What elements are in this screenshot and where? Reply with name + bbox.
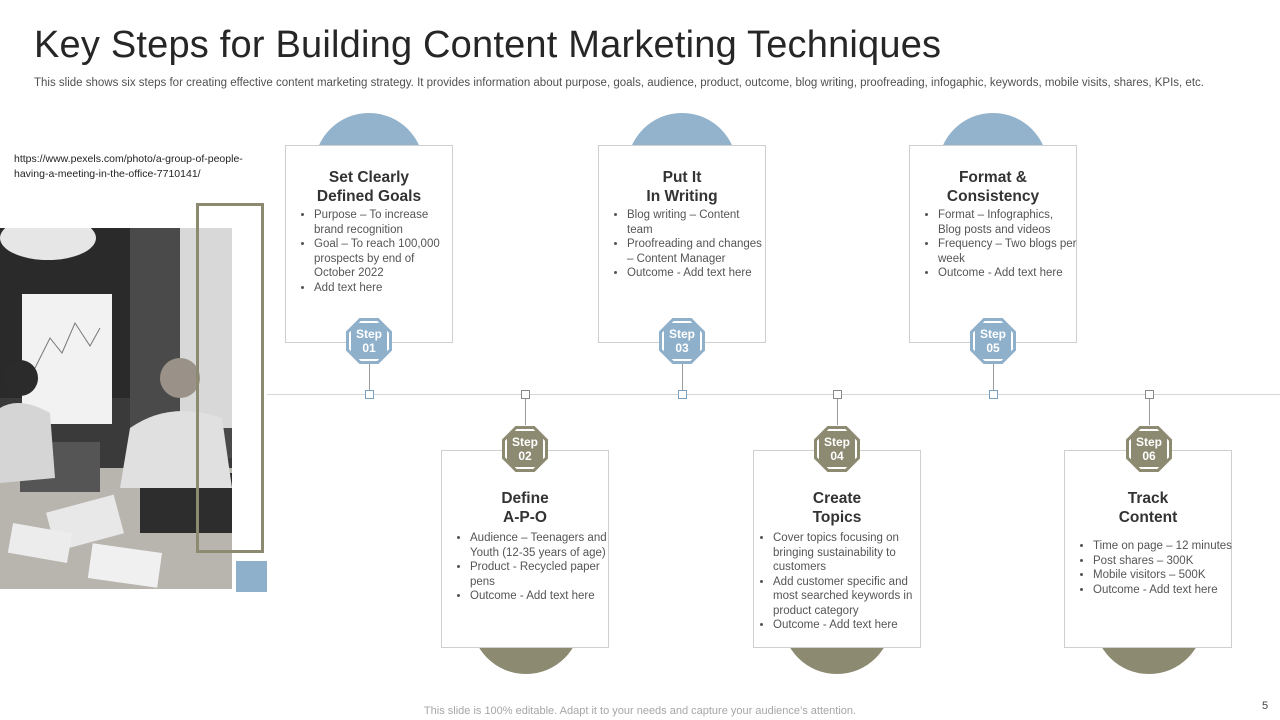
- slide-subtitle: This slide shows six steps for creating …: [34, 77, 1204, 89]
- bullet-item: Format – Infographics, Blog posts and vi…: [938, 208, 1078, 237]
- bullet-item: Outcome - Add text here: [938, 266, 1078, 281]
- step-bullets: Purpose – To increase brand recognition …: [300, 208, 454, 295]
- timeline-node: [1145, 390, 1154, 399]
- bullet-item: Outcome - Add text here: [470, 589, 612, 604]
- bullet-item: Mobile visitors – 500K: [1093, 568, 1233, 583]
- decorative-square: [236, 561, 267, 592]
- timeline-line: [267, 394, 1280, 395]
- meeting-photo: [0, 228, 232, 589]
- bullet-item: Cover topics focusing on bringing sustai…: [773, 531, 933, 575]
- bullet-item: Outcome - Add text here: [627, 266, 767, 281]
- bullet-item: Frequency – Two blogs per week: [938, 237, 1078, 266]
- bullet-item: Add text here: [314, 281, 454, 296]
- connector-line: [993, 364, 994, 390]
- bullet-item: Blog writing – Content team: [627, 208, 767, 237]
- connector-line: [837, 399, 838, 425]
- bullet-item: Purpose – To increase brand recognition: [314, 208, 454, 237]
- decorative-frame: [196, 203, 264, 553]
- bullet-item: Product - Recycled paper pens: [470, 560, 612, 589]
- footer-note: This slide is 100% editable. Adapt it to…: [423, 705, 857, 717]
- bullet-item: Audience – Teenagers and Youth (12-35 ye…: [470, 531, 612, 560]
- step-bullets: Blog writing – Content team Proofreading…: [613, 208, 767, 281]
- bullet-item: Proofreading and changes – Content Manag…: [627, 237, 767, 266]
- step-bullets: Time on page – 12 minutes Post shares – …: [1079, 539, 1233, 597]
- timeline-node: [365, 390, 374, 399]
- step-title: Format &Consistency: [946, 169, 1040, 205]
- timeline-node: [521, 390, 530, 399]
- bullet-item: Post shares – 300K: [1093, 554, 1233, 569]
- bullet-item: Time on page – 12 minutes: [1093, 539, 1233, 554]
- timeline-node: [678, 390, 687, 399]
- connector-line: [682, 364, 683, 390]
- connector-line: [369, 364, 370, 390]
- bullet-item: Goal – To reach 100,000 prospects by end…: [314, 237, 454, 281]
- bullet-item: Outcome - Add text here: [773, 618, 933, 633]
- step-bullets: Audience – Teenagers and Youth (12-35 ye…: [456, 531, 612, 604]
- connector-line: [1149, 399, 1150, 425]
- bullet-item: Outcome - Add text here: [1093, 583, 1233, 598]
- slide-title: Key Steps for Building Content Marketing…: [34, 24, 942, 66]
- image-source-url: https://www.pexels.com/photo/a-group-of-…: [14, 153, 243, 180]
- page-number: 5: [1262, 700, 1269, 712]
- connector-line: [525, 399, 526, 425]
- step-bullets: Format – Infographics, Blog posts and vi…: [924, 208, 1078, 281]
- timeline-node: [833, 390, 842, 399]
- step-bullets: Cover topics focusing on bringing sustai…: [759, 531, 933, 633]
- bullet-item: Add customer specific and most searched …: [773, 575, 933, 619]
- step-card-5: Format &Consistency Format – Infographic…: [909, 145, 1077, 343]
- timeline-node: [989, 390, 998, 399]
